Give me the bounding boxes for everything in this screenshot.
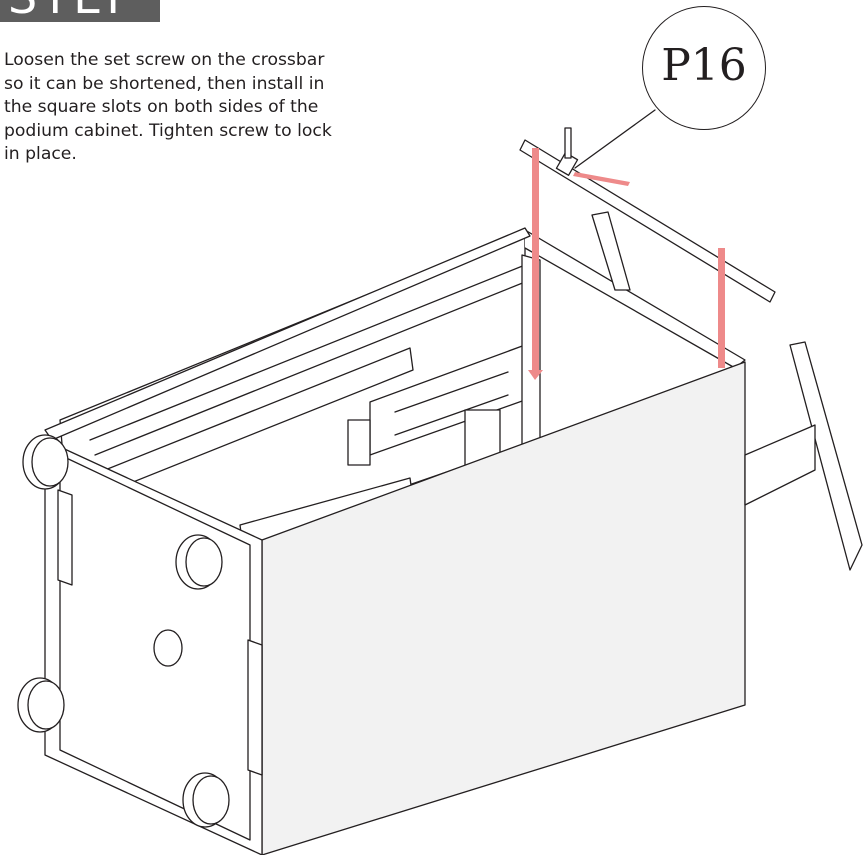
side-bracket (744, 424, 816, 506)
set-screw (564, 127, 572, 159)
instruction-line: the square slots on both sides of the (4, 97, 319, 117)
callout-leader-line (574, 109, 656, 169)
slot-rect (347, 419, 371, 466)
caster-wheel-front-mid (175, 534, 223, 590)
instruction-line: Loosen the set screw on the crossbar (4, 50, 325, 70)
caster-wheel-bottom-right (182, 772, 230, 828)
step-banner: STEP 6 (0, 0, 160, 22)
part-callout: P16 (642, 6, 766, 130)
step-label: STEP 6 (8, 0, 160, 22)
caster-wheel-bottom-left (17, 677, 65, 733)
guide-right (718, 248, 725, 368)
cabinet-top-rim (524, 229, 746, 369)
side-leg-front (789, 341, 863, 571)
caster-wheel-front-top (22, 434, 69, 490)
side-leg-back (591, 211, 631, 291)
crossbar (519, 139, 776, 303)
part-label: P16 (661, 40, 747, 91)
grommet-ring (153, 629, 183, 667)
instruction-line: so it can be shortened, then install in (4, 73, 325, 94)
instruction-line: in place. (4, 144, 77, 164)
instruction-line: podium cabinet. Tighten screw to lock (4, 120, 332, 141)
guide-left (532, 148, 539, 373)
instruction-text: Loosen the set screw on the crossbar so … (4, 49, 389, 167)
guide-crossbar (573, 172, 630, 186)
insertion-guides (528, 148, 725, 380)
